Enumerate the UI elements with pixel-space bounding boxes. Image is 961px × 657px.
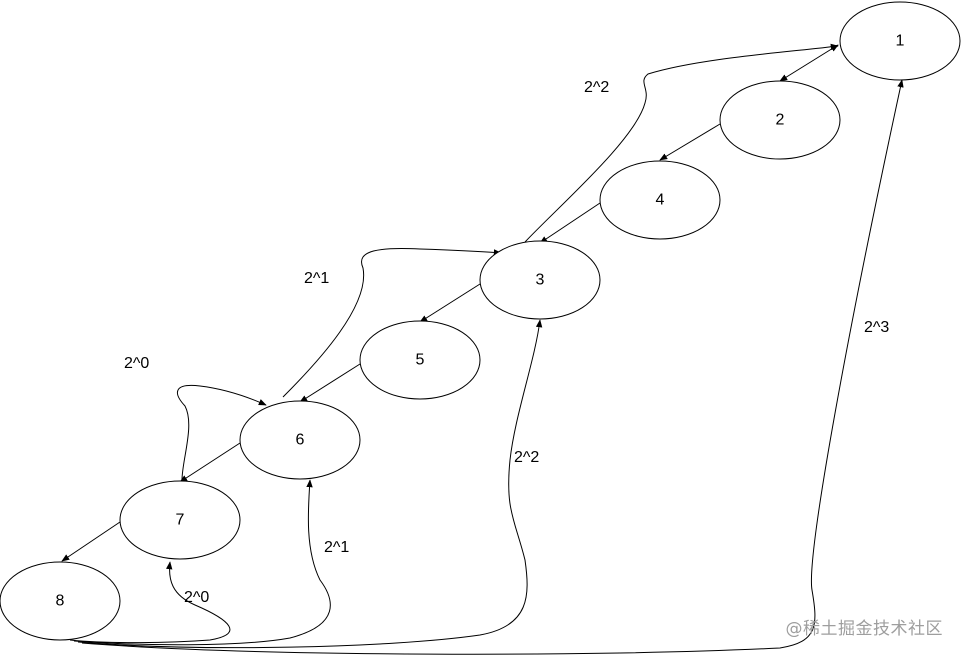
edge-3-1 (524, 43, 839, 243)
edge-6-3 (282, 247, 502, 398)
edge-8-3 (77, 319, 543, 649)
watermark: @稀土掘金技术社区 (785, 619, 943, 639)
edge-label-8-7: 2^0 (184, 589, 209, 606)
edge-1-2 (779, 44, 839, 82)
edge-8-1 (81, 79, 904, 655)
node-8-label: 8 (56, 593, 65, 610)
node-7-label: 7 (176, 512, 185, 529)
node-5: 5 (359, 320, 481, 400)
edge-7-6 (176, 384, 267, 481)
node-1: 1 (839, 1, 961, 81)
node-1-label: 1 (896, 33, 905, 50)
edge-3-5 (419, 283, 481, 323)
edge-8-6 (73, 479, 331, 646)
node-6: 6 (239, 400, 361, 480)
node-2: 2 (719, 80, 841, 160)
node-3-label: 3 (536, 272, 545, 289)
node-6-label: 6 (296, 432, 305, 449)
node-3: 3 (479, 240, 601, 320)
edge-label-6-3: 2^1 (304, 270, 329, 287)
upper-skip-edges (176, 43, 839, 481)
node-2-label: 2 (776, 112, 785, 129)
node-5-label: 5 (416, 352, 425, 369)
node-7: 7 (119, 480, 241, 560)
node-4-label: 4 (656, 192, 665, 209)
edge-5-6 (299, 363, 361, 403)
lower-skip-edges (69, 79, 904, 655)
edge-labels: 2^2 2^1 2^0 2^0 2^1 2^2 2^3 (124, 79, 889, 606)
edge-7-8 (61, 521, 121, 562)
edge-4-3 (539, 202, 601, 244)
chain-edges (61, 44, 839, 562)
edge-label-8-6: 2^1 (324, 539, 349, 556)
node-8: 8 (0, 561, 121, 641)
edge-label-3-1: 2^2 (584, 79, 609, 96)
edge-6-7 (179, 442, 241, 483)
edge-label-8-1: 2^3 (864, 319, 889, 336)
nodes: 1 2 4 3 5 6 7 8 (0, 1, 961, 641)
edge-label-7-6: 2^0 (124, 355, 149, 372)
edge-2-4 (659, 123, 721, 161)
edge-label-8-3: 2^2 (514, 449, 539, 466)
edge-8-7 (69, 561, 231, 644)
node-4: 4 (599, 160, 721, 240)
